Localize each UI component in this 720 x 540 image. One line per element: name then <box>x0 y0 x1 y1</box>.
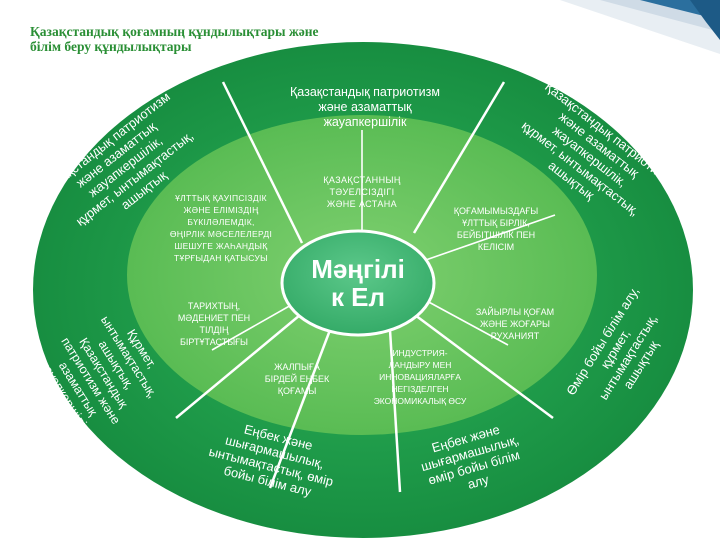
inner-top-left-line-4: ӨҢІРЛІК МӘСЕЛЕЛЕРДІ <box>170 229 272 239</box>
inner-top-line-3: ЖӘНЕ АСТАНА <box>327 199 397 209</box>
inner-sector-top-left: ҰЛТТЫҚ ҚАУІПСІЗДІК ЖӘНЕ ЕЛІМІЗДІҢ БҮКІЛӘ… <box>170 193 272 263</box>
page-title-line-2: білім беру құндылықтары <box>30 39 192 54</box>
inner-top-left-line-5: ШЕШУГЕ ЖАҺАНДЫҚ <box>174 241 267 251</box>
inner-left-line-2: МӘДЕНИЕТ ПЕН <box>178 313 250 323</box>
center-circle <box>280 229 436 337</box>
inner-sector-right: ЗАЙЫРЛЫ ҚОҒАМ ЖӘНЕ ЖОҒАРЫ РУХАНИЯТ <box>476 306 554 341</box>
inner-top-right-line-1: ҚОҒАМЫМЫЗДАҒЫ <box>454 206 538 216</box>
center-label-line-1: Мәңгілі <box>311 254 405 284</box>
inner-sector-bottom-right: ИНДУСТРИЯ- ЛАНДЫРУ МЕН ИННОВАЦИЯЛАРҒА НЕ… <box>374 348 467 406</box>
inner-sector-top-right: ҚОҒАМЫМЫЗДАҒЫ ҰЛТТЫҚ БІРЛІК, БЕЙБІТШІЛІК… <box>454 206 538 252</box>
inner-top-left-line-1: ҰЛТТЫҚ ҚАУІПСІЗДІК <box>175 193 267 203</box>
inner-left-line-3: ТІЛДІҢ <box>200 325 230 335</box>
inner-bottom-right-line-4: НЕГІЗДЕЛГЕН <box>391 384 448 394</box>
inner-right-line-3: РУХАНИЯТ <box>491 331 540 341</box>
inner-bottom-right-line-1: ИНДУСТРИЯ- <box>392 348 447 358</box>
inner-sector-left: ТАРИХТЫҢ, МӘДЕНИЕТ ПЕН ТІЛДІҢ БІРТҰТАСТЫ… <box>178 301 250 347</box>
page-title: Қазақстандық қоғамның құндылықтары және … <box>30 24 450 54</box>
outer-dividers <box>175 81 554 493</box>
inner-bottom-line-2: БІРДЕЙ ЕҢБЕК <box>265 373 330 384</box>
inner-top-line-1: ҚАЗАҚСТАННЫҢ <box>323 175 401 185</box>
inner-left-line-1: ТАРИХТЫҢ, <box>188 301 240 311</box>
inner-left-line-4: БІРТҰТАСТЫҒЫ <box>180 337 248 347</box>
inner-sector-top: ҚАЗАҚСТАННЫҢ ТӘУЕЛСІЗДІГІ ЖӘНЕ АСТАНА <box>323 175 401 209</box>
inner-top-left-line-3: БҮКІЛӘЛЕМДІК, <box>187 217 254 227</box>
inner-top-right-line-4: КЕЛІСІМ <box>478 242 514 252</box>
page-title-line-1: Қазақстандық қоғамның құндылықтары және <box>30 24 319 39</box>
inner-bottom-line-3: ҚОҒАМЫ <box>278 386 317 396</box>
inner-top-left-line-6: ТҰРҒЫДАН ҚАТЫСУЫ <box>174 253 268 263</box>
inner-right-line-2: ЖӘНЕ ЖОҒАРЫ <box>480 319 550 329</box>
inner-sector-bottom: ЖАЛПЫҒА БІРДЕЙ ЕҢБЕК ҚОҒАМЫ <box>265 362 330 396</box>
outer-bottom-right-line-4: алу <box>466 472 491 492</box>
inner-top-left-line-2: ЖӘНЕ ЕЛІМІЗДІҢ <box>183 205 258 215</box>
inner-bottom-line-1: ЖАЛПЫҒА <box>274 362 320 372</box>
inner-top-right-line-3: БЕЙБІТШІЛІК ПЕН <box>457 229 535 240</box>
outer-sector-top: Қазақстандық патриотизм және азаматтық ж… <box>290 85 440 129</box>
inner-bottom-right-line-3: ИННОВАЦИЯЛАРҒА <box>379 372 461 382</box>
center-label-line-2: к Ел <box>331 282 385 312</box>
outer-sector-bottom-right: Еңбек және шығармашылық, өмір бойы білім… <box>419 422 521 492</box>
inner-right-line-1: ЗАЙЫРЛЫ ҚОҒАМ <box>476 306 554 317</box>
inner-bottom-right-line-5: ЭКОНОМИКАЛЫҚ ӨСУ <box>374 396 467 406</box>
outer-top-line-2: және азаматтық <box>318 100 412 114</box>
outer-top-line-1: Қазақстандық патриотизм <box>290 85 440 99</box>
inner-bottom-right-line-2: ЛАНДЫРУ МЕН <box>389 360 452 370</box>
outer-top-line-3: жауапкершілік <box>324 115 407 129</box>
inner-top-right-line-2: ҰЛТТЫҚ БІРЛІК, <box>462 218 530 228</box>
inner-top-line-2: ТӘУЕЛСІЗДІГІ <box>329 187 394 197</box>
corner-decoration <box>560 0 720 54</box>
